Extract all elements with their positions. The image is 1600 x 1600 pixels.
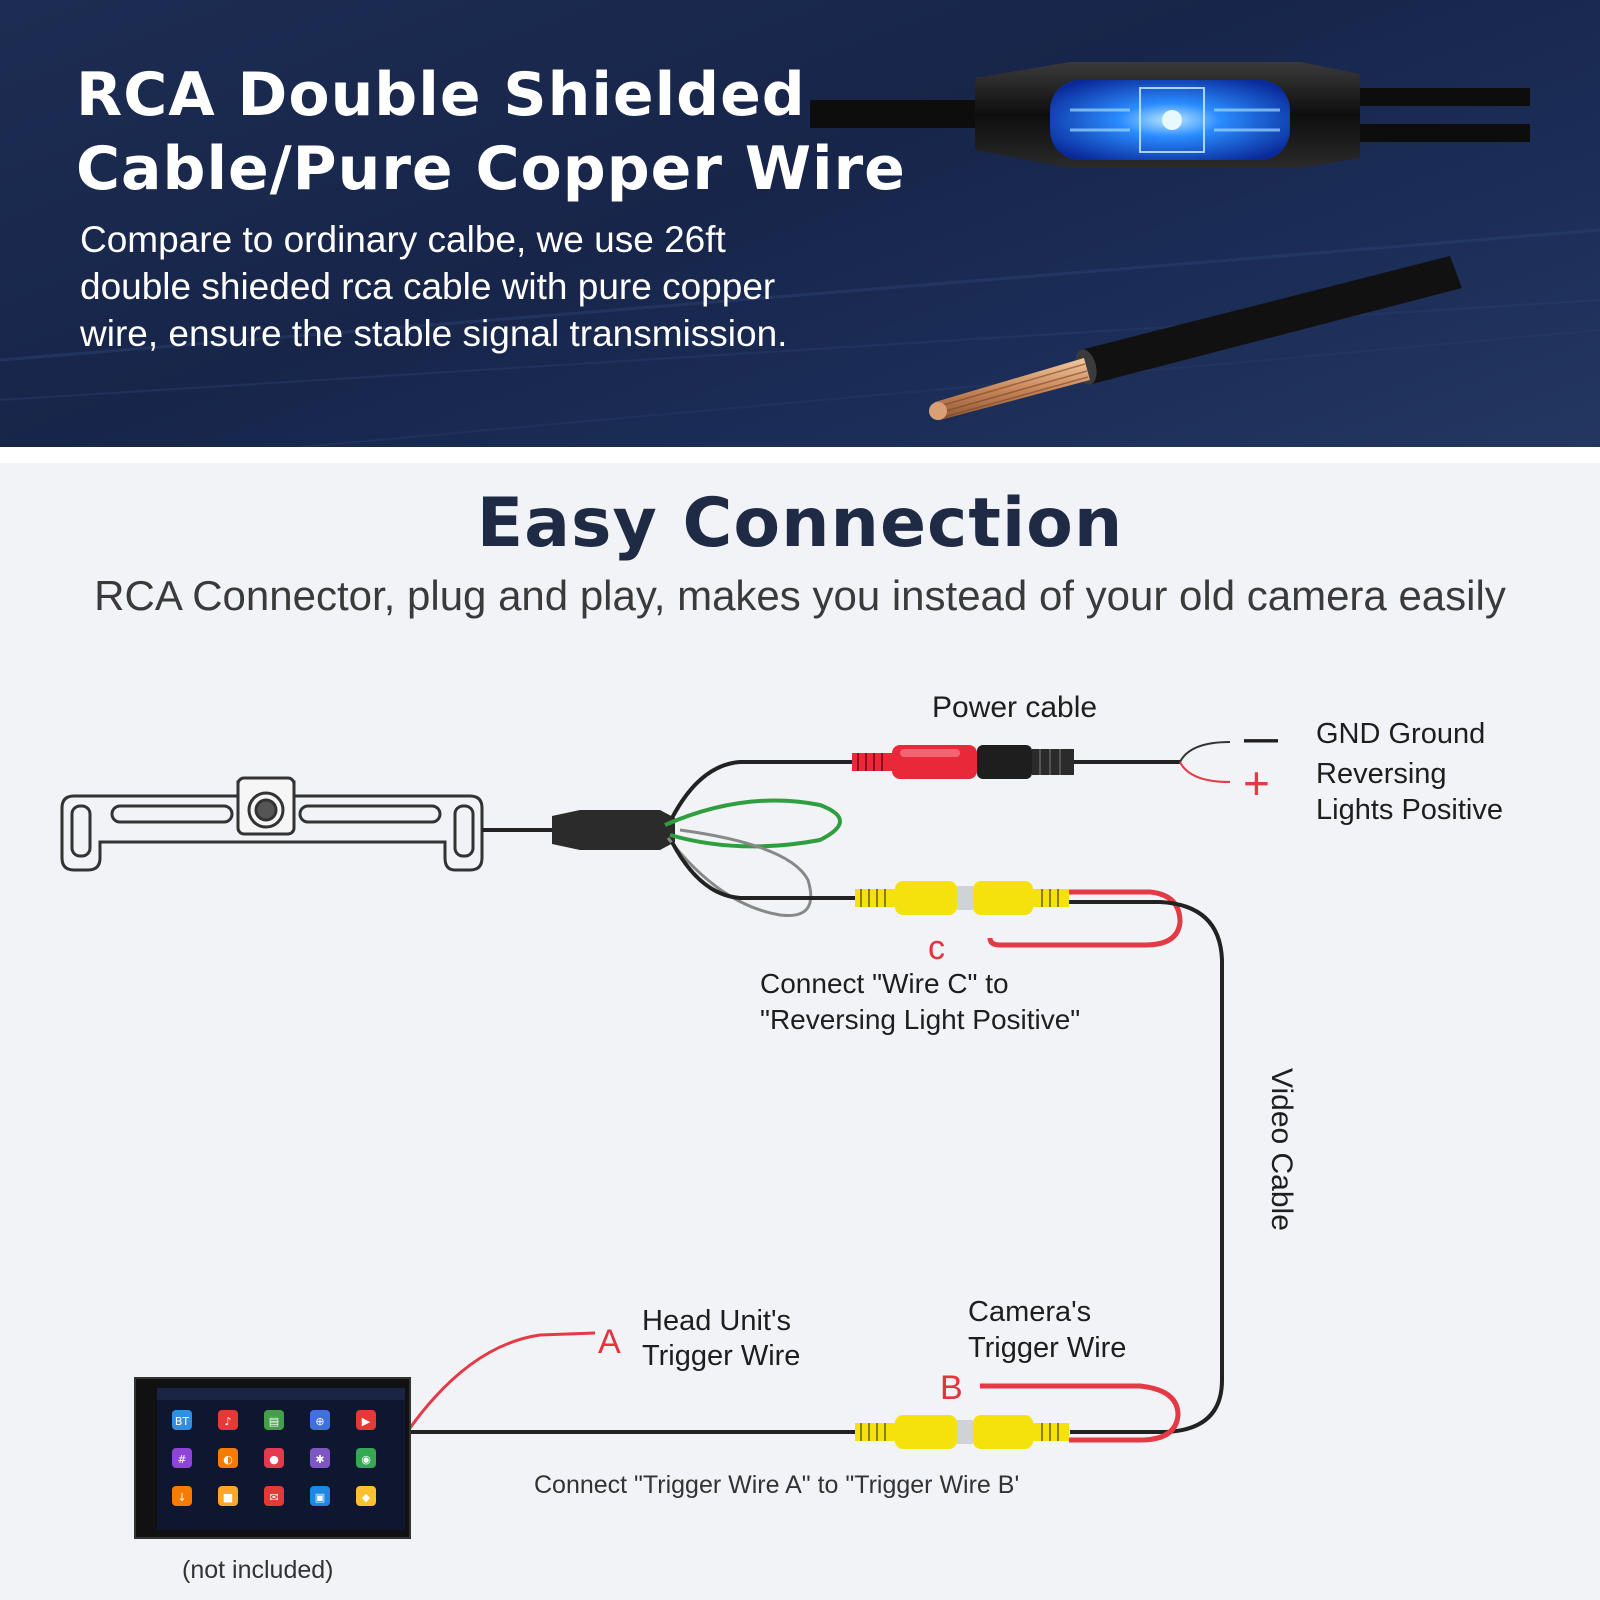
cable-left [810,100,980,128]
copper-strands [935,358,1090,420]
minus-sign: — [1244,720,1278,758]
yellow-rca-connector-bottom-female [973,1415,1069,1449]
label-wire-c-line1: Connect "Wire C" to [760,968,1009,999]
label-power-cable: Power cable [932,691,1098,724]
app-icon-glyph: ▶ [362,1415,371,1428]
app-icon [356,1486,376,1506]
video-cable-run [1069,900,1224,1434]
app-icon [218,1410,238,1430]
app-icon-glyph: ◐ [223,1453,233,1466]
label-wire-c-letter: c [928,929,945,967]
wire-b-red-loop [980,1383,1181,1443]
app-icon-glyph: ⊕ [315,1415,324,1428]
light-streak [299,329,1600,447]
label-head-unit-line2: Trigger Wire [642,1340,801,1372]
app-icon [264,1448,284,1468]
app-icon-glyph: ✱ [315,1453,324,1466]
label-gnd-ground: GND Ground [1316,718,1486,750]
wire-c-red-loop [987,889,1183,948]
yellow-rca-connector-bottom-male [855,1415,973,1449]
black-jacket [1080,256,1462,384]
license-plate-camera [60,776,484,872]
gnd-wire [1179,741,1231,763]
banner-description: Compare to ordinary calbe, we use 26ft d… [80,219,788,354]
label-letter-a: A [598,1323,621,1361]
app-icon-glyph: ♪ [224,1415,231,1428]
label-camera-trigger-line1: Camera's [968,1296,1092,1328]
chip-outline [1139,87,1205,153]
cable-right-bottom [1350,124,1530,142]
app-icon [172,1448,192,1468]
section-separator [0,447,1600,463]
cable-illustration [0,62,1600,447]
cable-right-top [1350,88,1530,106]
chip-center [1162,110,1182,130]
app-icon-glyph: ✉ [269,1491,278,1504]
label-camera-trigger-line2: Trigger Wire [968,1332,1127,1364]
red-rca-connector [852,745,977,779]
wire-a-red [408,1331,596,1429]
wiring-diagram: BT ♪ ▤ ⊕ ▶ # ◐ ● ✱ ◉ ↓ ■ ✉ ▣ ◆ [60,741,1231,1539]
circuit-traces [1070,108,1280,132]
yellow-rca-connector-top-female [973,881,1069,915]
app-icon [310,1448,330,1468]
copper-tip [929,402,947,420]
copper-lines [939,363,1089,418]
label-reversing: Reversing [1316,758,1447,790]
app-icon-glyph: BT [175,1415,190,1428]
app-icon [356,1448,376,1468]
label-lights-positive: Lights Positive [1316,794,1503,826]
app-icon [172,1410,192,1430]
plus-sign: + [1243,757,1270,809]
label-letter-b: B [940,1369,963,1407]
app-icon [264,1410,284,1430]
power-branch-wire [670,760,855,819]
label-connect-trigger: Connect "Trigger Wire A" to "Trigger Wir… [534,1471,1020,1499]
label-head-unit-line1: Head Unit's [642,1305,791,1337]
app-icon-glyph: # [177,1453,186,1466]
app-icon [310,1410,330,1430]
head-unit-app-grid: BT ♪ ▤ ⊕ ▶ # ◐ ● ✱ ◉ ↓ ■ ✉ ▣ ◆ [172,1410,376,1506]
app-icon [310,1486,330,1506]
splitter-block [552,810,675,850]
section-subtitle: RCA Connector, plug and play, makes you … [94,572,1506,619]
label-not-included: (not included) [182,1556,334,1584]
app-icon-glyph: ◆ [362,1491,371,1504]
banner-title-line2: Cable/Pure Copper Wire [76,134,906,204]
positive-wire [1179,761,1231,783]
app-icon [264,1486,284,1506]
green-wire-loop [664,798,842,849]
section-title: Easy Connection [476,484,1124,563]
app-icon [356,1410,376,1430]
label-video-cable: Video Cable [1265,1068,1298,1231]
app-icon-glyph: ↓ [177,1491,186,1504]
app-icon [218,1486,238,1506]
app-icon-glyph: ▤ [269,1415,279,1428]
camera-video-wire [670,841,855,900]
label-wire-c-line2: "Reversing Light Positive" [760,1004,1081,1035]
app-icon-glyph: ■ [223,1491,233,1504]
light-streak [0,228,1600,362]
grey-wire-loop [666,828,813,918]
banner-title-line1: RCA Double Shielded [76,60,806,130]
app-icon-glyph: ● [269,1453,279,1466]
app-icon-glyph: ◉ [361,1453,371,1466]
yellow-rca-connector-top-male [855,881,973,915]
black-power-connector [977,745,1074,779]
app-icon [218,1448,238,1468]
app-icon-glyph: ▣ [315,1491,325,1504]
app-icon [172,1486,192,1506]
